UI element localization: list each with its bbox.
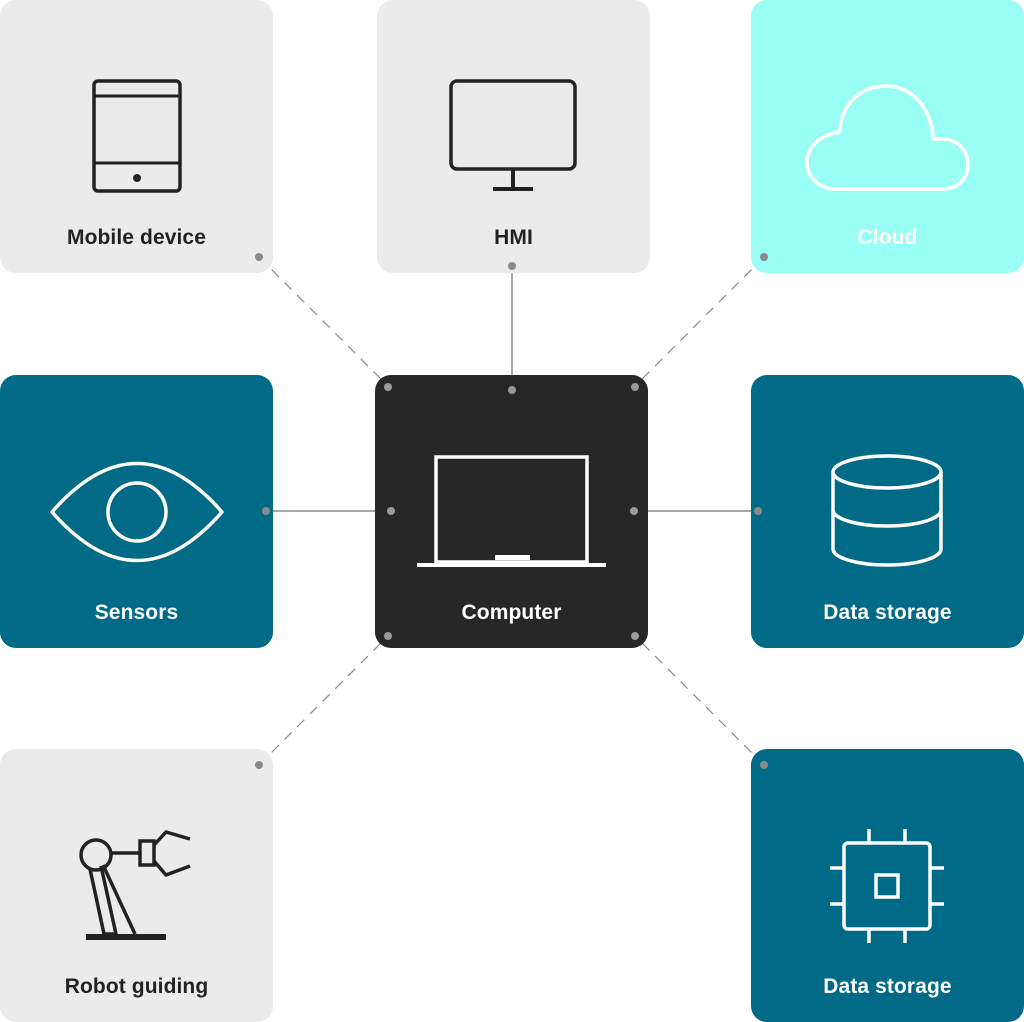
tablet-icon	[92, 79, 182, 193]
connector-dot	[760, 761, 768, 769]
connector-dot	[508, 262, 516, 270]
chip-icon	[830, 829, 944, 943]
connector-dot	[387, 507, 395, 515]
robot-arm-icon	[79, 830, 191, 940]
connector-chip	[634, 635, 765, 766]
sensors-label: Sensors	[94, 601, 179, 624]
connector-dot	[630, 507, 638, 515]
data-storage-chip-label: Data storage	[823, 975, 952, 998]
data-storage-node: Data storage	[751, 375, 1024, 648]
computer-node: Computer	[375, 375, 648, 648]
computer-label: Computer	[461, 601, 562, 624]
connector-dot	[384, 383, 392, 391]
laptop-icon	[417, 455, 606, 567]
connector-dot	[255, 253, 263, 261]
data-storage-label: Data storage	[823, 601, 952, 624]
eye-icon	[50, 461, 224, 563]
connector-dot	[754, 507, 762, 515]
mobile-device-node: Mobile device	[0, 0, 273, 273]
sensors-node: Sensors	[0, 375, 273, 648]
mobile-device-label: Mobile device	[66, 226, 206, 249]
monitor-icon	[449, 79, 577, 191]
cloud-label: Cloud	[857, 226, 918, 249]
robot-guiding-node: Robot guiding	[0, 749, 273, 1022]
cloud-icon	[805, 84, 970, 191]
connector-mobile-device	[258, 256, 389, 387]
connector-dot	[384, 632, 392, 640]
connector-dot	[760, 253, 768, 261]
data-storage-chip-node: Data storage	[751, 749, 1024, 1022]
connector-dot	[631, 383, 639, 391]
connector-cloud	[634, 256, 765, 387]
robot-guiding-label: Robot guiding	[64, 975, 209, 998]
connector-dot	[631, 632, 639, 640]
connector-dot	[508, 386, 516, 394]
connector-robot-guiding	[258, 635, 389, 766]
hmi-node: HMI	[377, 0, 650, 273]
connector-dot	[255, 761, 263, 769]
hmi-label: HMI	[494, 226, 533, 249]
database-icon	[831, 454, 943, 567]
cloud-node: Cloud	[751, 0, 1024, 273]
connector-dot	[262, 507, 270, 515]
